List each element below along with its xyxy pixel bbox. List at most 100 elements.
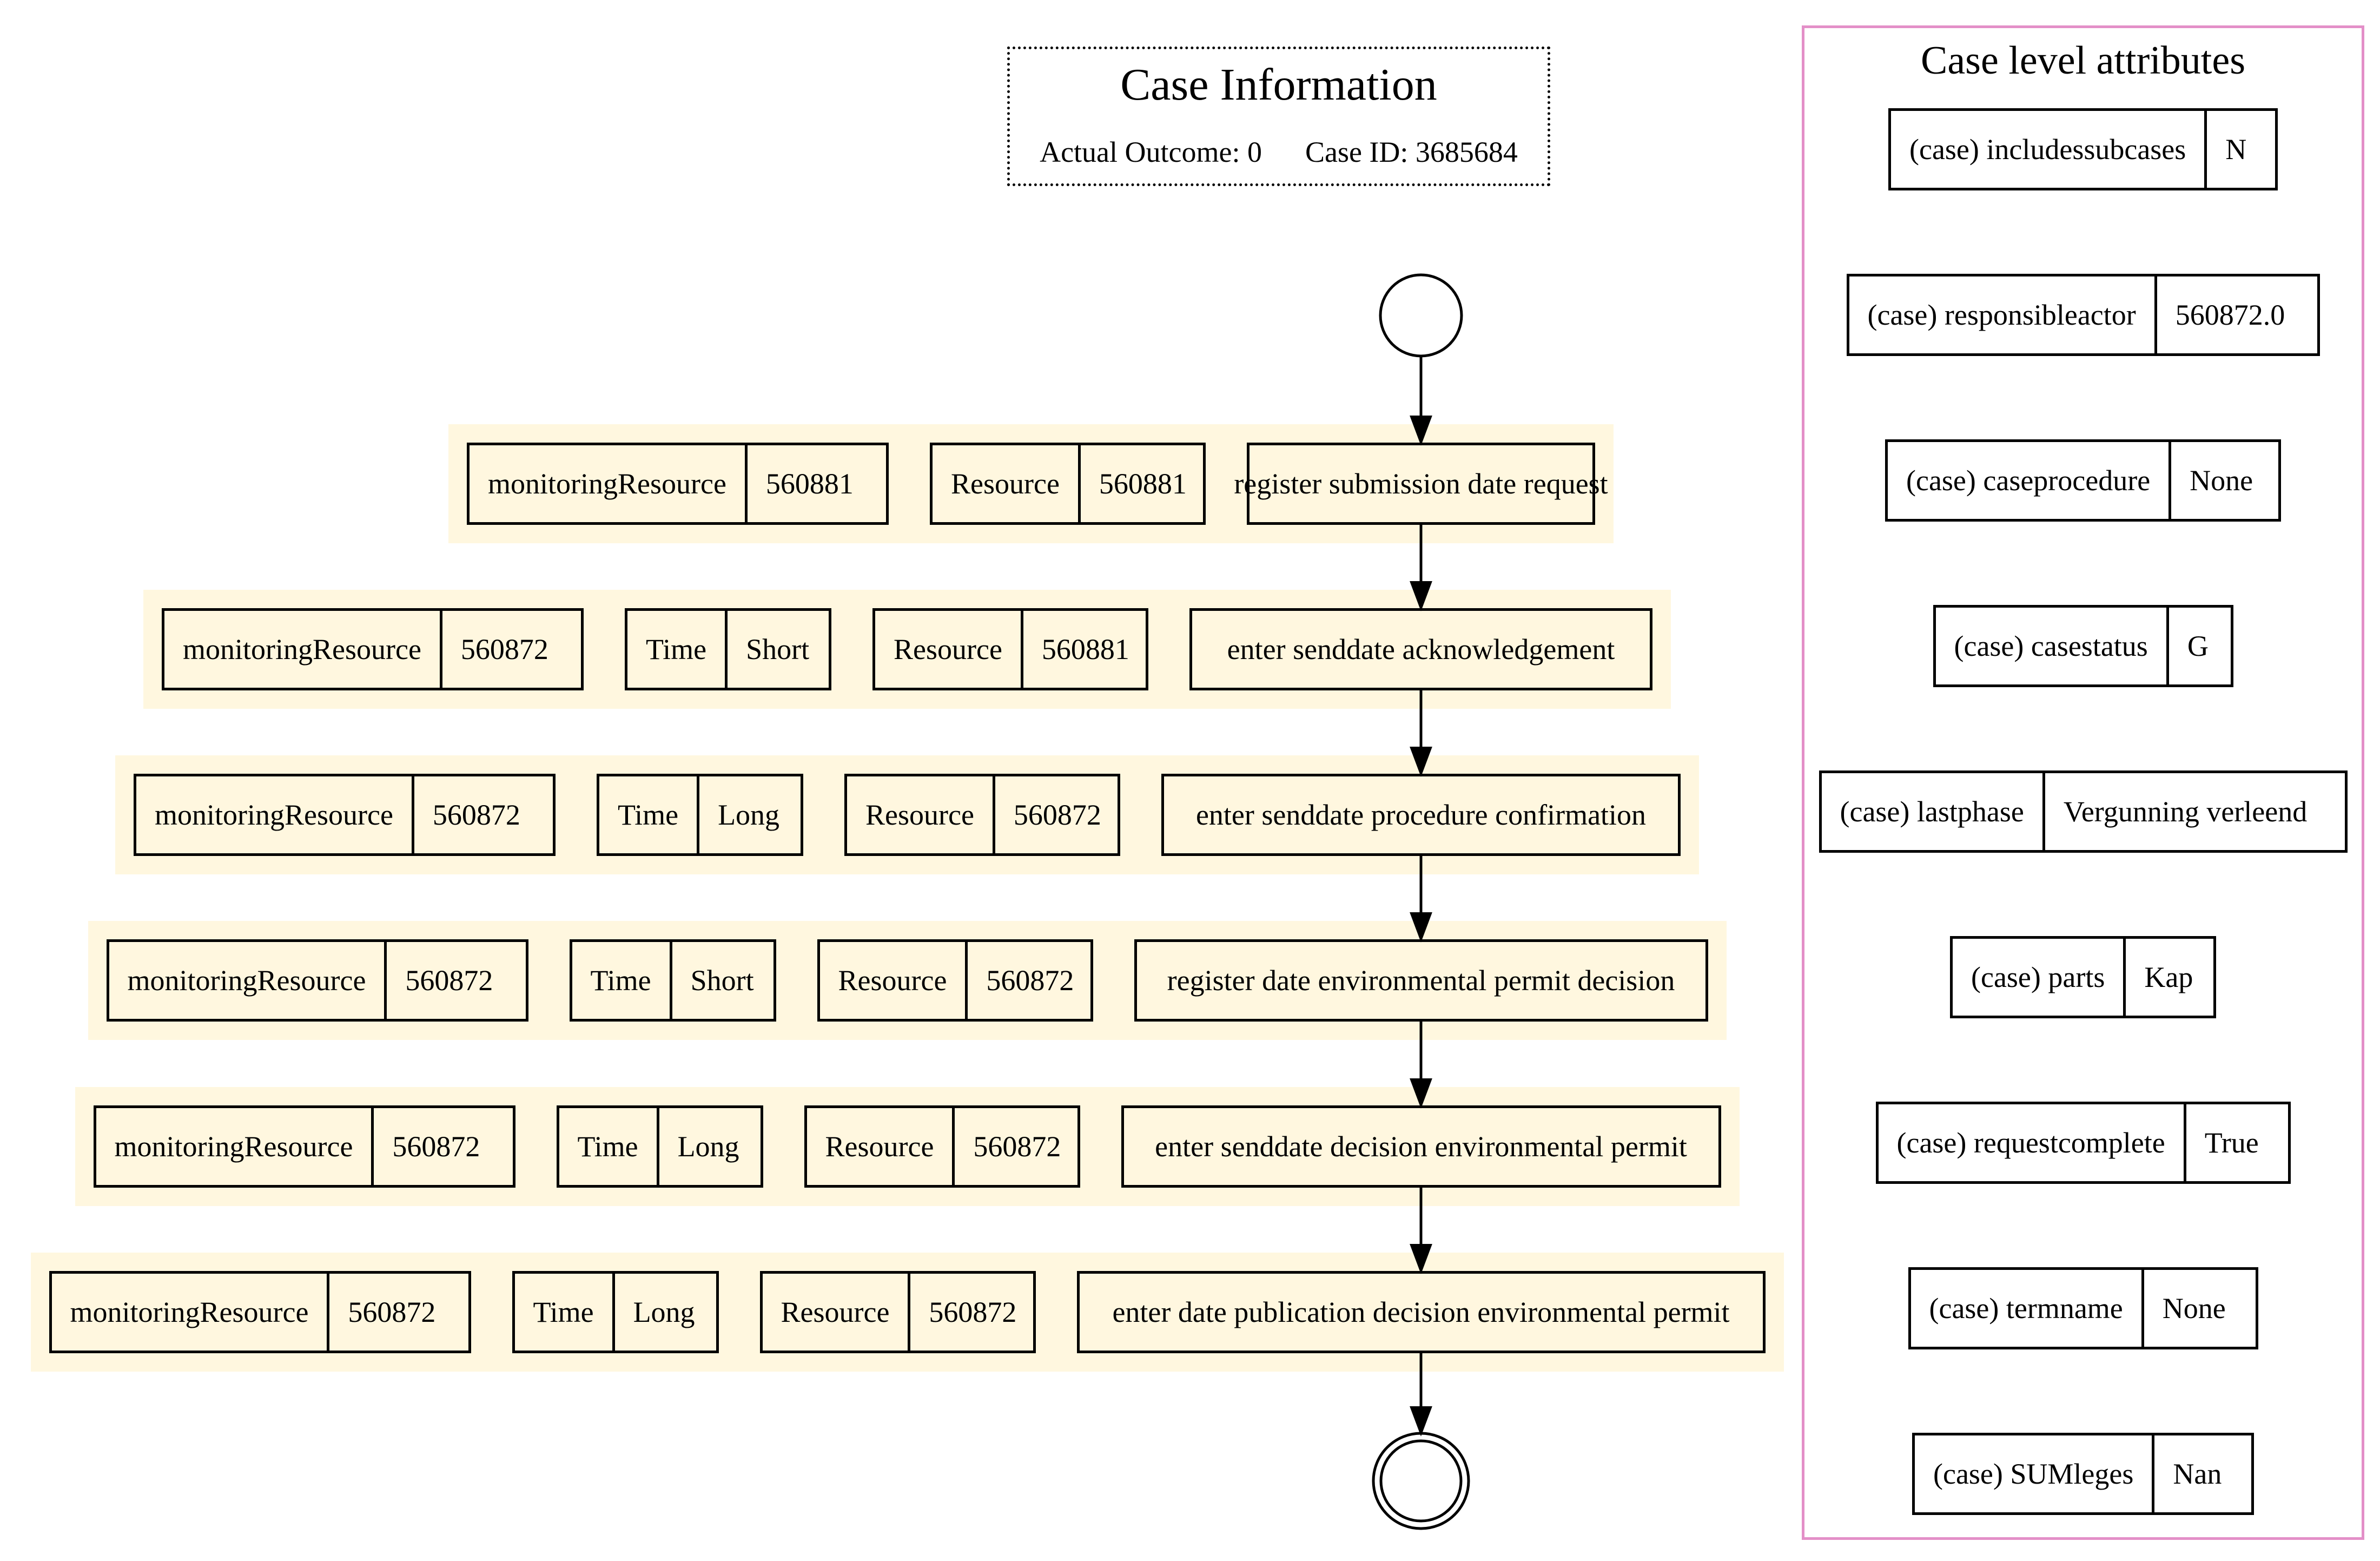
attribute-time-value: Long — [633, 1296, 695, 1328]
case-attribute-row-value: Nan — [2173, 1458, 2222, 1490]
case-attribute-row: (case) casestatus G — [1933, 605, 2233, 687]
attribute-monitoringresource: monitoringResource 560872 — [49, 1271, 471, 1353]
case-attribute-row: (case) lastphase Vergunning verleend — [1819, 770, 2348, 853]
attribute-time: Time Long — [556, 1105, 763, 1188]
attribute-resource: Resource 560881 — [872, 608, 1148, 690]
case-information-title: Case Information — [1120, 60, 1437, 110]
attribute-resource-key: Resource — [820, 942, 968, 1019]
attribute-resource-key: Resource — [763, 1274, 911, 1351]
case-attribute-row-value: None — [2162, 1292, 2226, 1325]
attribute-resource: Resource 560872 — [817, 939, 1093, 1022]
case-attribute-row-key: (case) SUMleges — [1915, 1435, 2155, 1512]
case-attribute-row-value: 560872.0 — [2175, 299, 2285, 331]
case-attribute-row-key: (case) requestcomplete — [1879, 1104, 2186, 1181]
attribute-time-key: Time — [627, 611, 728, 688]
attribute-resource-key: Resource — [933, 445, 1081, 522]
attribute-monitoringresource: monitoringResource 560872 — [106, 939, 528, 1022]
activity-node: enter senddate acknowledgement — [1189, 608, 1652, 690]
attribute-resource-value: 560872 — [973, 1130, 1061, 1163]
attribute-time-value: Short — [690, 964, 754, 997]
attribute-monitoringresource-value: 560872 — [392, 1130, 480, 1163]
attribute-resource-value: 560881 — [1041, 633, 1129, 666]
attribute-time: Time Long — [512, 1271, 719, 1353]
attribute-time-value: Long — [677, 1130, 739, 1163]
arrowhead-icon — [1410, 912, 1432, 943]
case-attribute-row-key: (case) parts — [1953, 939, 2126, 1016]
attribute-resource: Resource 560872 — [844, 774, 1120, 856]
case-attribute-row: (case) caseprocedure None — [1885, 439, 2281, 522]
case-attribute-row-key: (case) termname — [1911, 1270, 2144, 1347]
attribute-resource-value: 560872 — [929, 1296, 1017, 1328]
attribute-resource-value: 560872 — [1013, 799, 1101, 831]
case-attributes-title: Case level attributes — [1920, 38, 2246, 83]
case-attribute-row-value: None — [2190, 464, 2253, 497]
attribute-monitoringresource: monitoringResource 560872 — [93, 1105, 515, 1188]
arrowhead-icon — [1410, 747, 1432, 777]
attribute-monitoringresource-key: monitoringResource — [109, 942, 387, 1019]
case-attribute-row: (case) responsibleactor 560872.0 — [1846, 274, 2320, 356]
arrowhead-icon — [1410, 581, 1432, 611]
attribute-time-key: Time — [572, 942, 672, 1019]
arrowhead-icon — [1410, 416, 1432, 446]
attribute-monitoringresource-key: monitoringResource — [136, 776, 414, 853]
attribute-monitoringresource-value: 560872 — [348, 1296, 436, 1328]
case-attribute-row-value: Vergunning verleend — [2063, 795, 2308, 828]
case-attribute-row: (case) requestcomplete True — [1875, 1102, 2291, 1184]
attribute-time: Time Long — [597, 774, 803, 856]
case-attribute-row-key: (case) includessubcases — [1891, 111, 2207, 188]
case-attribute-row: (case) parts Kap — [1950, 936, 2216, 1018]
attribute-time: Time Short — [569, 939, 776, 1022]
end-event-icon — [1372, 1432, 1470, 1530]
case-attributes-panel: Case level attributes — [1802, 25, 2364, 1540]
attribute-monitoringresource-key: monitoringResource — [164, 611, 442, 688]
attribute-time: Time Short — [625, 608, 831, 690]
case-attribute-row: (case) includessubcases N — [1888, 108, 2278, 190]
case-attribute-row: (case) SUMleges Nan — [1912, 1433, 2254, 1515]
attribute-resource-value: 560872 — [986, 964, 1074, 997]
case-information-row: Actual Outcome: 0 Case ID: 3685684 — [1010, 130, 1548, 174]
case-id: Case ID: 3685684 — [1305, 136, 1518, 168]
attribute-monitoringresource-key: monitoringResource — [52, 1274, 330, 1351]
end-event-inner-ring — [1379, 1439, 1463, 1523]
case-attribute-row-key: (case) responsibleactor — [1849, 276, 2157, 353]
attribute-resource: Resource 560872 — [759, 1271, 1036, 1353]
case-attribute-row-value: N — [2225, 133, 2247, 166]
case-attribute-row: (case) termname None — [1908, 1267, 2258, 1349]
case-attribute-row-value: True — [2204, 1127, 2259, 1159]
start-event-icon — [1379, 273, 1463, 358]
attribute-time-key: Time — [559, 1108, 659, 1185]
attribute-time-key: Time — [515, 1274, 615, 1351]
case-attribute-row-value: Kap — [2144, 961, 2193, 993]
attribute-resource: Resource 560881 — [930, 443, 1206, 525]
attribute-monitoringresource: monitoringResource 560881 — [467, 443, 889, 525]
attribute-time-value: Long — [718, 799, 780, 831]
arrowhead-icon — [1410, 1244, 1432, 1274]
attribute-time-key: Time — [599, 776, 700, 853]
attribute-time-value: Short — [746, 633, 810, 666]
attribute-monitoringresource-value: 560872 — [460, 633, 548, 666]
arrowhead-icon — [1410, 1406, 1432, 1437]
attribute-monitoringresource-value: 560872 — [432, 799, 520, 831]
activity-node: register submission date request — [1234, 443, 1608, 525]
case-attribute-row-key: (case) casestatus — [1936, 608, 2169, 684]
attribute-monitoringresource-value: 560872 — [405, 964, 493, 997]
attribute-resource: Resource 560872 — [804, 1105, 1080, 1188]
attribute-monitoringresource-key: monitoringResource — [470, 445, 748, 522]
attribute-monitoringresource-key: monitoringResource — [96, 1108, 374, 1185]
case-attribute-row-value: G — [2187, 630, 2209, 662]
case-information-box: Case Information Actual Outcome: 0 Case I… — [1007, 47, 1550, 186]
attribute-monitoringresource: monitoringResource 560872 — [162, 608, 584, 690]
case-attribute-row-key: (case) caseprocedure — [1888, 442, 2172, 519]
attribute-resource-key: Resource — [847, 776, 995, 853]
arrowhead-icon — [1410, 1078, 1432, 1109]
attribute-monitoringresource: monitoringResource 560872 — [134, 774, 556, 856]
attribute-monitoringresource-value: 560881 — [765, 467, 854, 500]
activity-node: enter senddate decision environmental pe… — [1121, 1105, 1721, 1188]
attribute-resource-key: Resource — [875, 611, 1023, 688]
attribute-resource-value: 560881 — [1099, 467, 1187, 500]
attribute-resource-key: Resource — [807, 1108, 955, 1185]
actual-outcome: Actual Outcome: 0 — [1040, 136, 1262, 168]
case-attribute-row-key: (case) lastphase — [1822, 773, 2045, 850]
